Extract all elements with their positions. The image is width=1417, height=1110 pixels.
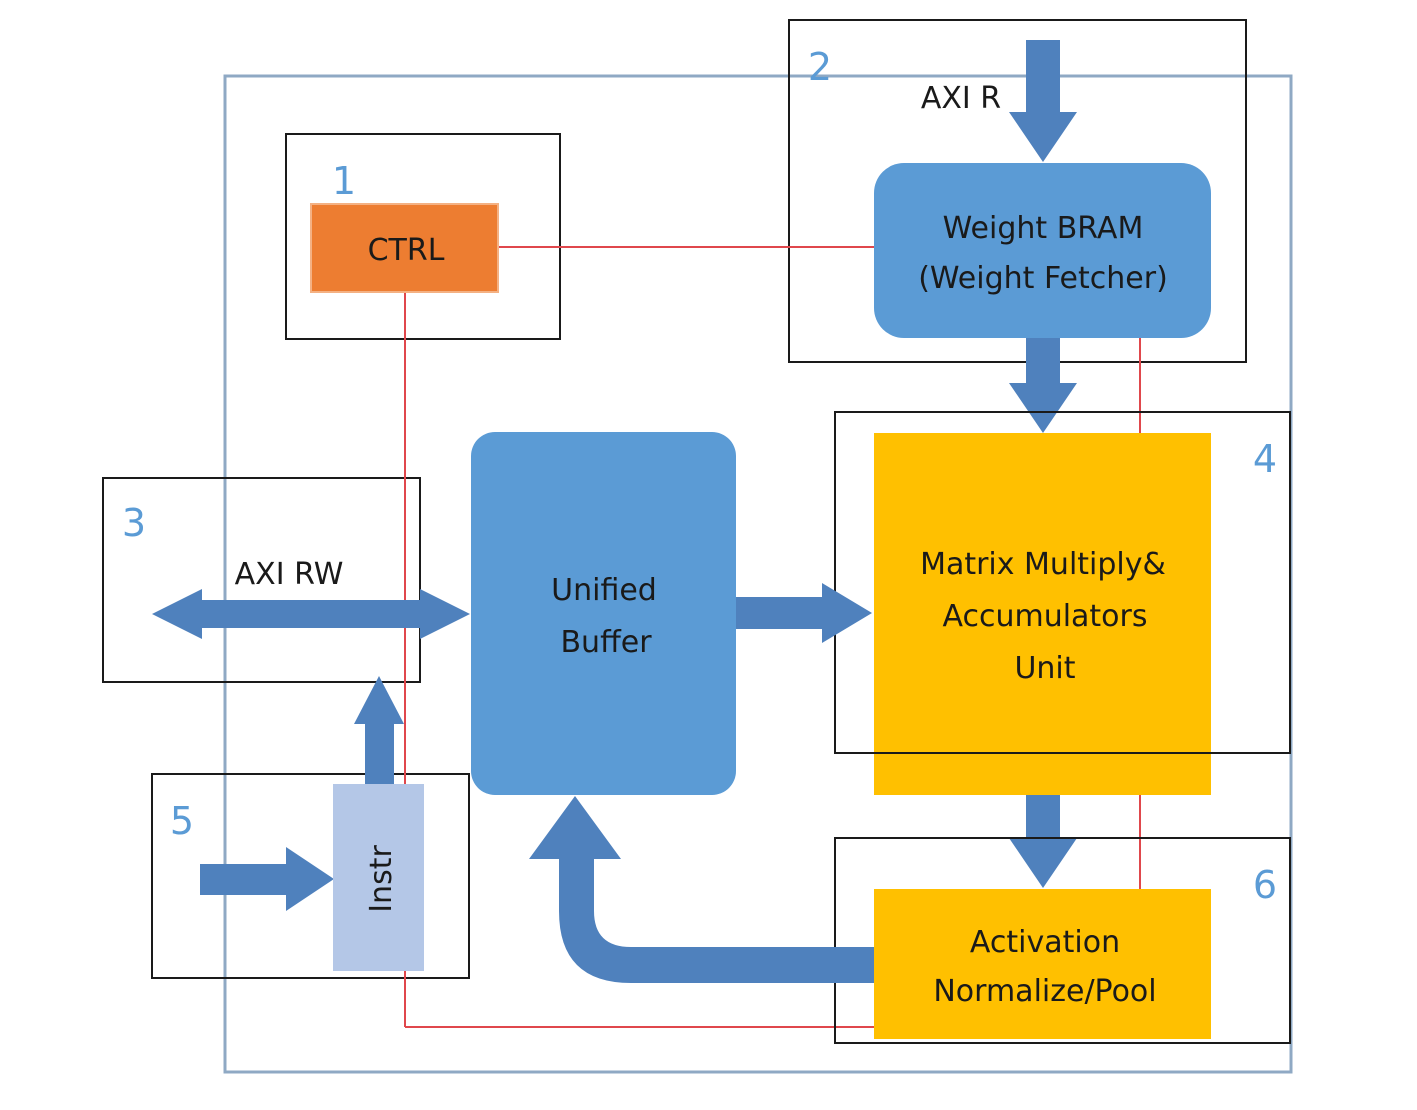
unified-buffer-block xyxy=(471,432,736,795)
activation-block xyxy=(874,889,1211,1039)
axi-rw-bidirectional-arrow xyxy=(152,589,470,639)
axi-rw-label: AXI RW xyxy=(235,557,344,592)
weight-bram-block xyxy=(874,163,1211,338)
group-box-6 xyxy=(834,837,1291,1044)
activation-label-line1: Activation xyxy=(970,925,1120,960)
axi-read-arrow xyxy=(1009,40,1077,162)
matrix-multiply-block xyxy=(874,433,1211,795)
activation-to-buffer-feedback-arrow xyxy=(529,796,874,983)
instr-input-arrow xyxy=(200,847,334,911)
unified-buffer-label-line2: Buffer xyxy=(560,625,652,660)
weight-bram-label-line1: Weight BRAM xyxy=(943,211,1144,246)
buffer-to-matrix-arrow xyxy=(736,583,872,643)
weight-to-matrix-arrow xyxy=(1009,338,1077,433)
axi-read-label: AXI R xyxy=(921,81,1001,116)
group-box-2 xyxy=(788,19,1247,363)
group-number-2: 2 xyxy=(808,45,832,89)
group-number-3: 3 xyxy=(122,501,146,545)
group-number-4: 4 xyxy=(1253,437,1277,481)
group-number-1: 1 xyxy=(332,159,356,203)
group-box-4 xyxy=(834,411,1291,754)
instr-label: Instr xyxy=(364,845,399,913)
instr-block xyxy=(333,784,424,971)
matrix-to-activation-arrow xyxy=(1009,795,1077,888)
group-box-5 xyxy=(151,773,470,979)
unified-buffer-label-line1: Unified xyxy=(551,573,657,608)
group-box-1 xyxy=(285,133,561,340)
ctrl-label: CTRL xyxy=(368,233,445,268)
group-number-5: 5 xyxy=(170,799,194,843)
weight-bram-label-line2: (Weight Fetcher) xyxy=(918,261,1168,296)
activation-label-line2: Normalize/Pool xyxy=(933,974,1156,1009)
group-number-6: 6 xyxy=(1253,863,1277,907)
matrix-unit-label-line3: Unit xyxy=(1014,651,1075,686)
matrix-unit-label-line2: Accumulators xyxy=(942,599,1147,634)
ctrl-block xyxy=(310,203,499,293)
group-box-3 xyxy=(102,477,421,683)
matrix-unit-label-line1: Matrix Multiply& xyxy=(920,547,1166,582)
instr-to-axi-up-arrow xyxy=(354,676,404,784)
